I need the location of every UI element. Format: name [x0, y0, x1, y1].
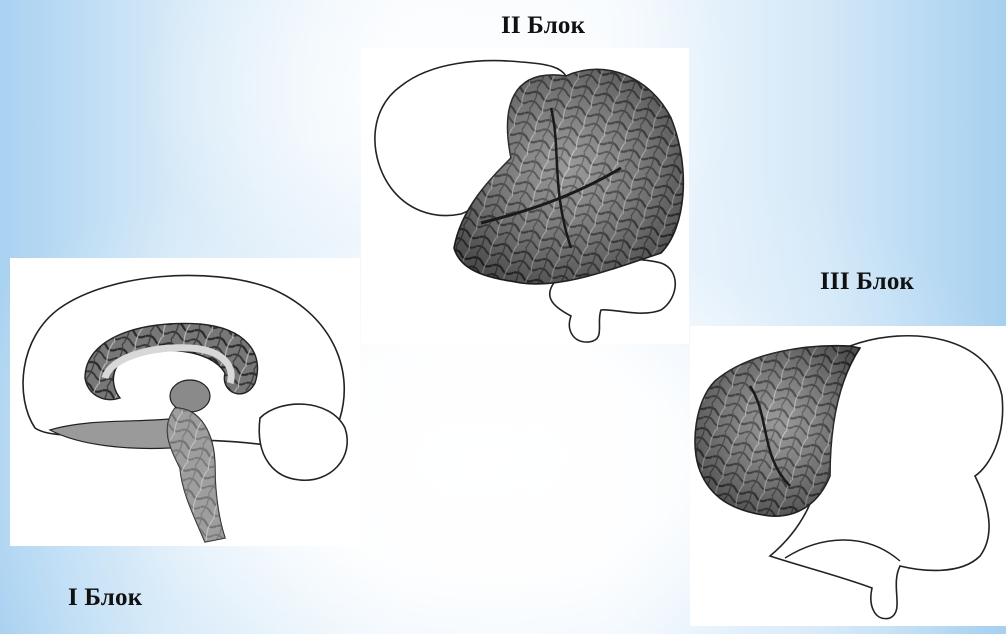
block2-label: II Блок [501, 12, 585, 40]
medial-brain-section-figure [10, 258, 360, 546]
cerebellum-outline [259, 404, 347, 480]
posterior-cortex-figure [361, 48, 689, 344]
block3-figure-panel [690, 326, 1006, 626]
block2-figure-panel [361, 48, 689, 344]
thalamus-region [170, 380, 210, 412]
block1-label: I Блок [68, 584, 142, 612]
block3-label: III Блок [820, 268, 914, 296]
block1-figure-panel [10, 258, 360, 546]
frontal-cortex-figure [690, 326, 1006, 626]
